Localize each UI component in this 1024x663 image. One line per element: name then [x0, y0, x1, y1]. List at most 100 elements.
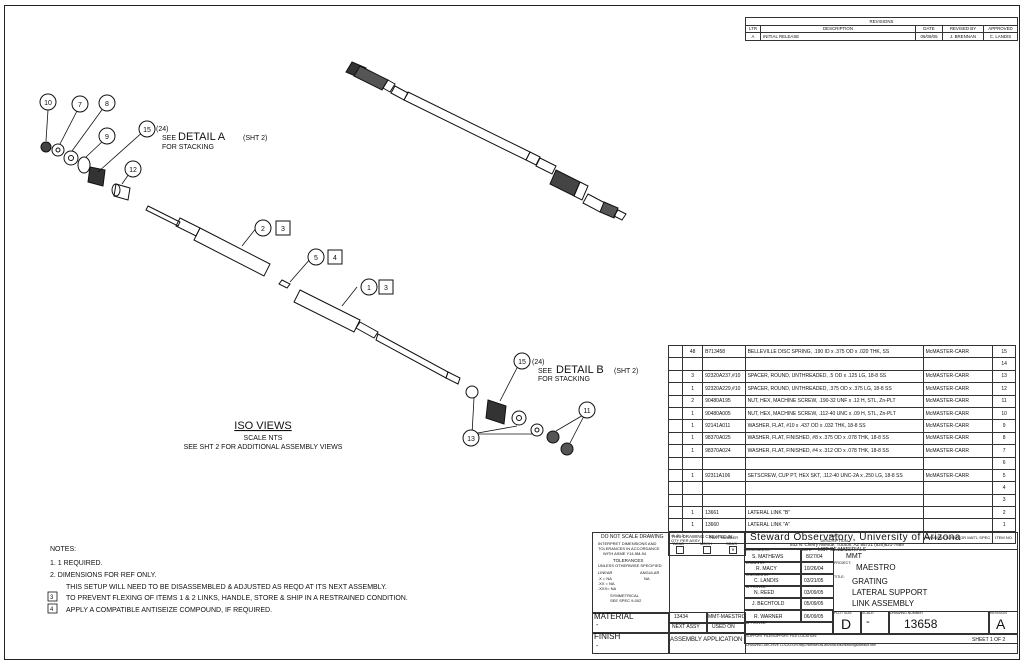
category-label: CATEGORY: — [834, 548, 855, 552]
tol-angular: ANGULAR — [640, 570, 660, 575]
balloon — [462, 429, 480, 447]
balloon — [98, 94, 116, 112]
date-approved-1: 03/09/05 — [804, 590, 824, 596]
category: MMT — [846, 553, 862, 560]
bom-cell-vendor: McMASTER-CARR — [922, 468, 994, 483]
balloon-label: 4 — [333, 255, 337, 262]
bom-cell-vendor: McMASTER-CARR — [922, 431, 994, 446]
bom-cell-vendor — [922, 506, 994, 520]
detail-b-sheet: (SHT 2) — [614, 368, 638, 375]
bom-cell-part: B713458 — [702, 344, 746, 359]
bom-cell-part: 90480A005 — [702, 406, 746, 421]
archive-location: DRAWING ARCHIVE LOCATION:http://sbeiset.… — [746, 643, 876, 647]
bom-row: 3 — [667, 493, 1016, 508]
revisions-table: REVISIONS LTR DESCRIPTION DATE REVISED B… — [745, 17, 1018, 41]
balloon — [124, 160, 142, 178]
project: MAESTRO — [856, 563, 896, 572]
detail-b-for: FOR STACKING — [538, 376, 590, 383]
bom-cell-flag — [667, 468, 684, 483]
bom-cell-flag — [667, 357, 684, 371]
detail-a-see: SEE — [162, 135, 176, 142]
balloon-square — [378, 279, 394, 295]
detail-a-title: DETAIL A — [178, 131, 226, 143]
bom-cell-vendor: McMASTER-CARR — [922, 369, 994, 384]
approved-3: R. WARNER — [754, 614, 783, 620]
bom-cell-desc — [744, 481, 924, 495]
detail-b-qty: (24) — [532, 359, 544, 366]
bom-cell-qty: 48 — [682, 344, 704, 359]
designed-by-label: DESIGNED BY: — [746, 548, 771, 552]
bom-cell-part: 13660 — [702, 518, 746, 532]
bom-cell-desc: SPACER, ROUND, UNTHREADED, .5 OD x .125 … — [744, 369, 924, 384]
scale-label: SCALE: — [862, 611, 875, 615]
checked-by: C. LANDIS — [754, 578, 779, 584]
acad-checkbox — [676, 546, 684, 554]
bom-cell-flag — [667, 344, 684, 359]
balloon-label: 13 — [467, 436, 475, 443]
bom-cell-item: 4 — [992, 481, 1016, 495]
tol-angular-value: NA — [644, 576, 650, 581]
bom-footer-item: ITEM NO. — [992, 530, 1016, 545]
next-assy-number: 13434 — [674, 614, 688, 620]
tol-2: .XX = NA — [598, 581, 615, 586]
bom-cell-qty: 1 — [682, 468, 704, 483]
bom-cell-vendor: McMASTER-CARR — [922, 444, 994, 458]
bom-cell-flag — [667, 419, 684, 433]
date-drawn: 10/26/04 — [804, 566, 824, 572]
detail-b-callout: (24) SEE DETAIL B (SHT 2) FOR STACKING — [532, 359, 638, 383]
bom-cell-part: 98370A025 — [702, 431, 746, 446]
bom-cell-item: 1 — [992, 518, 1016, 532]
iso-views-title: ISO VIEWS — [234, 420, 291, 432]
drawing-number-label: DRAWING NUMBER — [890, 611, 923, 615]
bom-cell-item: 9 — [992, 419, 1016, 433]
note-2: 2. DIMENSIONS FOR REF ONLY. — [50, 572, 156, 579]
date-approved-2: 05/09/05 — [804, 601, 824, 607]
bom-row: 14 — [667, 357, 1016, 371]
no-scale: DO NOT SCALE DRAWING — [601, 534, 664, 540]
date-label: DATE: — [802, 548, 813, 552]
balloon — [98, 127, 116, 145]
bom-cell-qty — [682, 481, 704, 495]
title-label: TITLE: — [834, 575, 845, 579]
bom-cell-part: 92311A106 — [702, 468, 746, 483]
note-3: TO PREVENT FLEXING OF ITEMS 1 & 2 LINKS,… — [66, 595, 408, 602]
balloon-labels: 10 7 8 9 15 12 2 3 5 4 1 3 15 13 11 — [44, 100, 591, 443]
bom-cell-part — [702, 493, 746, 508]
bom-cell-item: 3 — [992, 493, 1016, 508]
bom-cell-flag — [667, 431, 684, 446]
bom-cell-desc — [744, 456, 924, 470]
plot-size-label: PLOT SIZE — [834, 611, 852, 615]
balloon-label: 11 — [583, 408, 590, 415]
bom-cell-desc — [744, 493, 924, 508]
note-3-num: 3 — [50, 595, 54, 601]
bom-cell-item: 12 — [992, 382, 1016, 396]
bom-cell-flag — [667, 394, 684, 408]
exploded-parts-a — [40, 141, 461, 385]
assembly-application: ASSEMBLY APPLICATION — [670, 637, 743, 643]
bom-cell-item: 10 — [992, 406, 1016, 421]
bom-cell-desc: LATERAL LINK "B" — [744, 506, 924, 520]
exploded-parts-b — [465, 385, 574, 456]
iso-views-scale: SCALE NTS — [244, 435, 283, 442]
bom-cell-desc — [744, 357, 924, 371]
balloon-label: 15 — [143, 127, 151, 134]
bom-cell-flag — [667, 506, 684, 520]
bom-cell-qty: 1 — [682, 518, 704, 532]
bom-cell-part: 92320A229,#10 — [702, 382, 746, 396]
bom-cell-part — [702, 481, 746, 495]
project-label: PROJECT: — [834, 561, 851, 565]
mech-label: MECH — [700, 541, 712, 546]
next-assy-name: MMT-MAESTRO — [708, 614, 746, 620]
bom-cell-desc: LATERAL LINK "A" — [744, 518, 924, 532]
bom-cell-desc: WASHER, FLAT, #10 x .437 OD x .032 THK, … — [744, 419, 924, 433]
bom-cell-item: 7 — [992, 444, 1016, 458]
bom-cell-vendor: McMASTER-CARR — [922, 406, 994, 421]
bom-cell-vendor — [922, 493, 994, 508]
